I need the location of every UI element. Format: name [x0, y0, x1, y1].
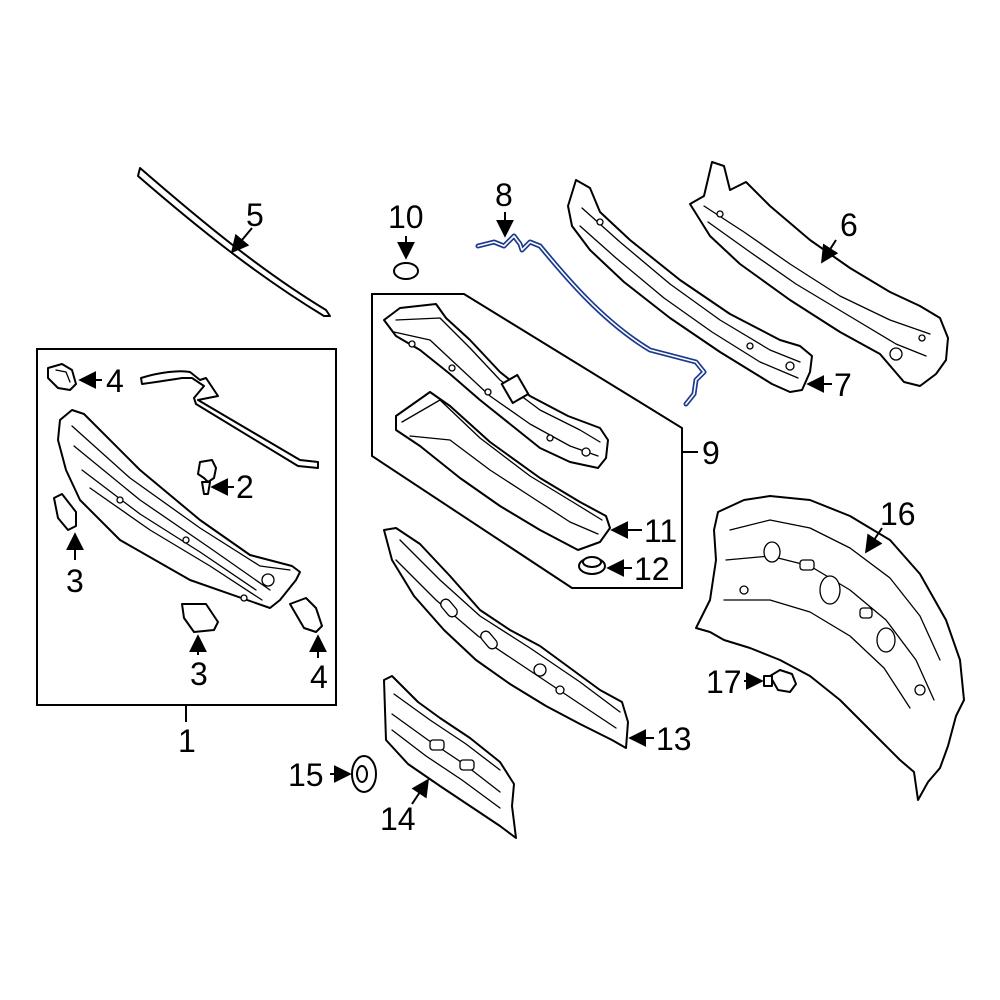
cowl-panel[interactable]: [57, 409, 301, 609]
leader-5: [230, 227, 253, 254]
part-14-dash-insulator[interactable]: [383, 675, 517, 839]
part-3-cap-bottom[interactable]: [181, 603, 219, 633]
part-11-lower-cowl[interactable]: [395, 391, 611, 551]
part-4-clip-lower[interactable]: [289, 597, 323, 633]
callout-11[interactable]: 11: [644, 513, 677, 549]
callout-8[interactable]: 8: [495, 177, 513, 213]
part-12-grommet[interactable]: [578, 556, 606, 575]
part-4-clip-upper[interactable]: [47, 363, 77, 391]
callout-17[interactable]: 17: [706, 664, 742, 700]
part-10-grommet[interactable]: [393, 262, 419, 280]
leader-6: [821, 239, 839, 264]
part-15-plug[interactable]: [351, 755, 377, 793]
group-box-9: [371, 293, 683, 589]
callout-16[interactable]: 16: [880, 496, 916, 532]
callout-4-lower[interactable]: 4: [310, 659, 328, 695]
callout-3-bottom[interactable]: 3: [190, 656, 208, 692]
callout-1[interactable]: 1: [178, 723, 196, 759]
callout-9[interactable]: 9: [702, 435, 720, 471]
part-5-weatherstrip[interactable]: [137, 167, 331, 317]
part-3-cap-left[interactable]: [53, 493, 77, 531]
part-13-dash-panel[interactable]: [383, 527, 629, 749]
part-6-member[interactable]: [689, 161, 949, 387]
part-2-clip[interactable]: [197, 459, 217, 495]
part-16-dash-silencer[interactable]: [695, 495, 965, 801]
part-17-clip[interactable]: [763, 669, 797, 693]
leader-14: [411, 778, 429, 805]
callout-12[interactable]: 12: [634, 551, 670, 587]
callout-10[interactable]: 10: [388, 199, 424, 235]
leader-16: [865, 527, 883, 554]
callout-6[interactable]: 6: [840, 207, 858, 243]
callout-7[interactable]: 7: [834, 367, 852, 403]
part-7-member[interactable]: [567, 179, 813, 393]
callout-15[interactable]: 15: [288, 757, 324, 793]
callout-13[interactable]: 13: [656, 721, 692, 757]
callout-5[interactable]: 5: [246, 197, 264, 233]
part-8-seal-highlighted[interactable]: [475, 233, 707, 407]
callout-4-upper[interactable]: 4: [106, 363, 124, 399]
callout-2[interactable]: 2: [236, 469, 254, 505]
part-9-upper-member[interactable]: [383, 303, 609, 469]
cowl-seal-wire[interactable]: [140, 370, 319, 469]
callout-14[interactable]: 14: [380, 801, 416, 837]
callout-3-left[interactable]: 3: [66, 563, 84, 599]
